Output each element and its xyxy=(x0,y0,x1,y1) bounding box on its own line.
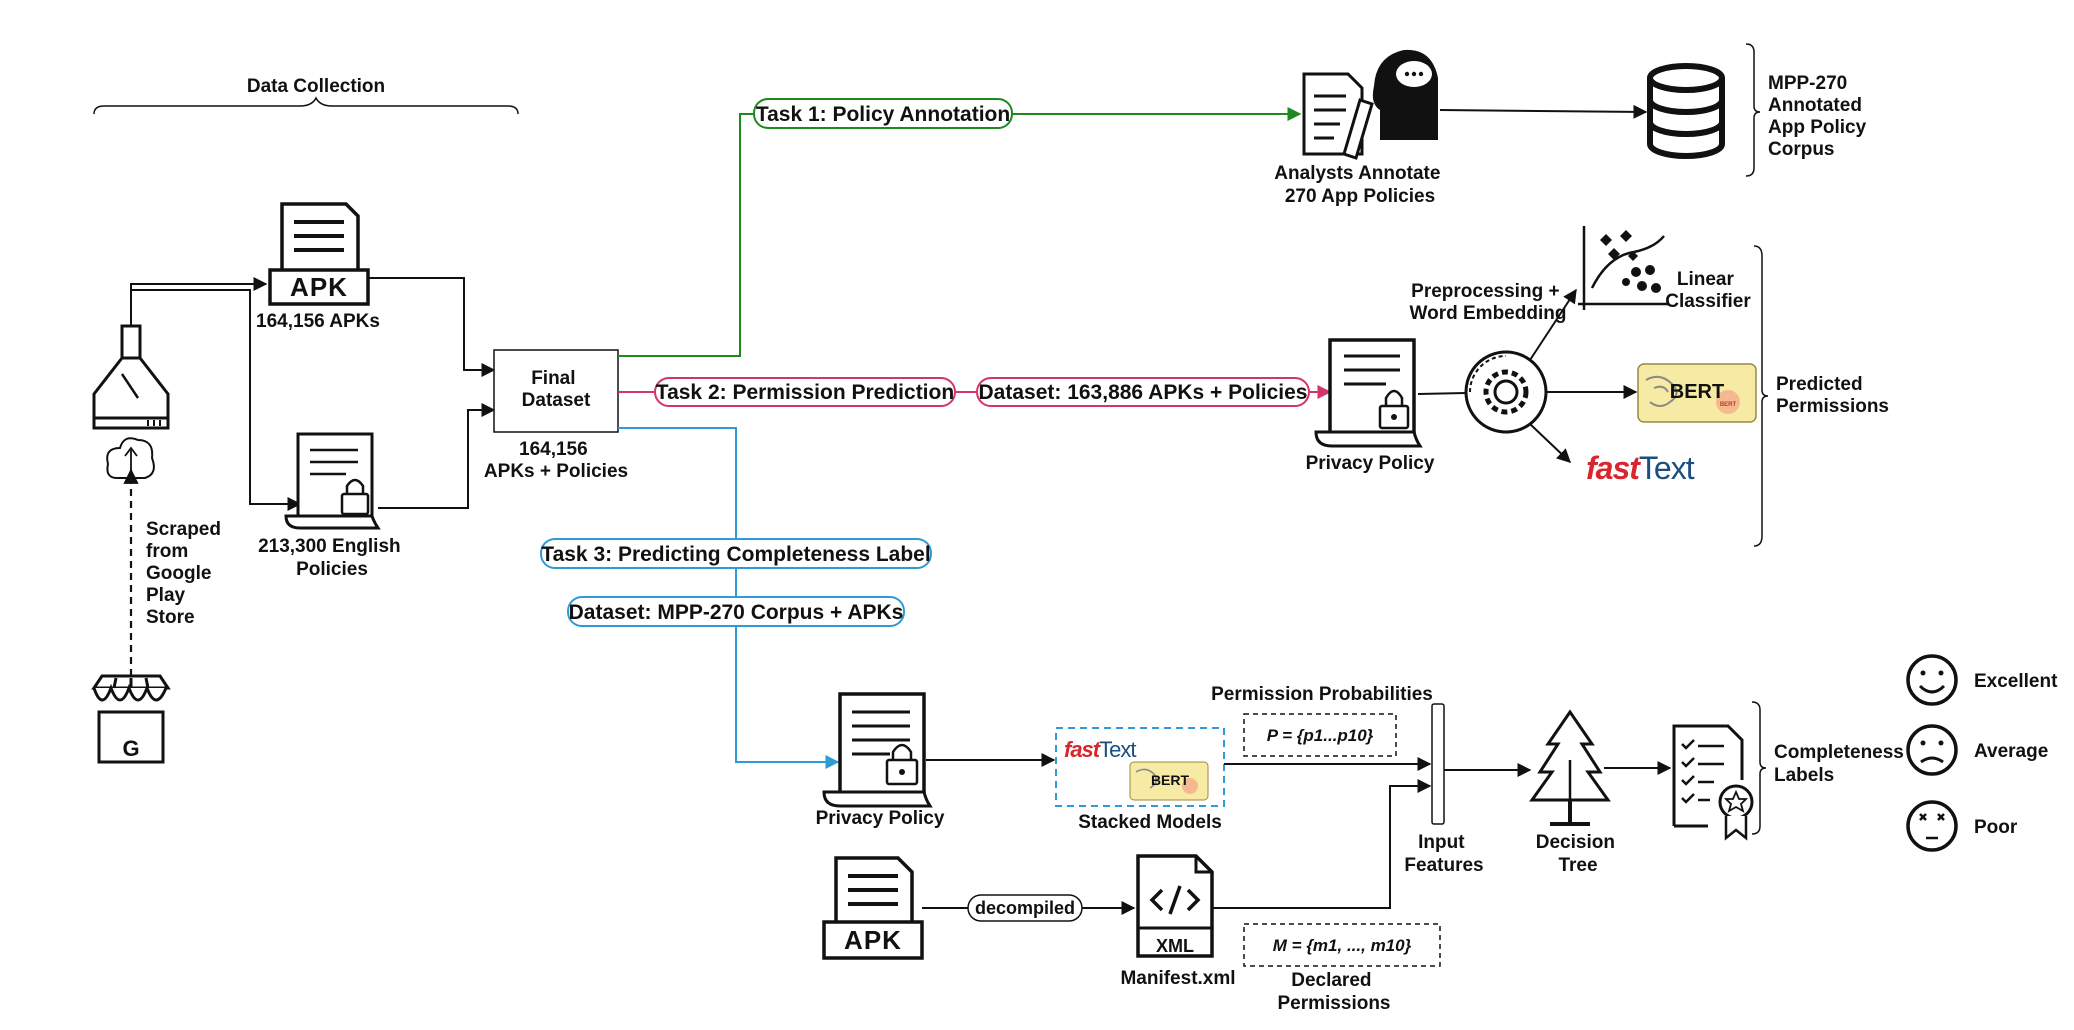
cloud-upload-icon xyxy=(106,437,155,479)
permission-probabilities-label: Permission Probabilities xyxy=(1211,684,1433,705)
completeness-brace xyxy=(1751,701,1767,835)
connector xyxy=(368,277,496,377)
checklist-certificate-icon xyxy=(1672,724,1754,841)
manifest-label: Manifest.xml xyxy=(1120,968,1235,989)
average-face-icon xyxy=(1906,724,1958,776)
scraper-icon xyxy=(92,324,170,430)
svg-text:XML: XML xyxy=(1156,936,1194,956)
final-dataset-count: 164,156 APKs + Policies xyxy=(484,439,628,482)
decision-tree-icon xyxy=(1529,709,1611,826)
fasttext-logo: fastText xyxy=(1064,737,1136,762)
analysts-label: Analysts Annotate 270 App Policies xyxy=(1274,163,1445,207)
poor-face-icon xyxy=(1906,800,1958,852)
decision-tree-label: Decision Tree xyxy=(1536,832,1620,876)
svg-text:APK: APK xyxy=(844,925,902,955)
task1-connector xyxy=(618,107,1302,357)
connector xyxy=(378,403,496,509)
privacy-policy-document-icon xyxy=(1314,338,1423,448)
final-dataset-box xyxy=(493,349,619,433)
data-collection-title: Data Collection xyxy=(247,76,385,97)
task2-pill xyxy=(654,377,956,407)
bert-logo: BERT xyxy=(1129,761,1209,801)
connector xyxy=(1529,423,1572,463)
apks-count-label: 164,156 APKs xyxy=(256,311,380,332)
p-formula: P = {p1...p10} xyxy=(1267,726,1374,745)
bert-logo: BERT BERT xyxy=(1637,363,1757,423)
scatter-plot-icon xyxy=(1578,226,1668,310)
input-features-label: Input Features xyxy=(1404,832,1483,876)
m-formula-box xyxy=(1243,923,1441,967)
connector xyxy=(1439,104,1648,119)
linear-classifier-label: Linear Classifier xyxy=(1665,269,1751,312)
rating-average: Average xyxy=(1974,741,2048,762)
database-icon xyxy=(1647,63,1725,159)
connector xyxy=(1212,779,1432,909)
excellent-face-icon xyxy=(1906,654,1958,706)
preprocessing-label: Preprocessing + Word Embedding xyxy=(1410,281,1567,324)
predicted-brace xyxy=(1753,245,1769,547)
decompiled-label: decompiled xyxy=(975,898,1075,918)
task3-connector xyxy=(618,427,840,769)
task1-label: Task 1: Policy Annotation xyxy=(756,103,1010,126)
connector xyxy=(131,289,302,511)
scraped-label: Scraped from Google Play Store xyxy=(146,519,226,628)
input-features-bar xyxy=(1431,703,1445,825)
connector xyxy=(130,277,268,326)
task3-dataset-label: Dataset: MPP-270 Corpus + APKs xyxy=(569,601,904,624)
data-collection-brace xyxy=(93,96,519,115)
task3-dataset-pill xyxy=(567,596,905,627)
gear-icon xyxy=(1464,350,1548,434)
decompiled-pill xyxy=(967,894,1083,922)
privacy-policy-document-icon xyxy=(284,432,381,530)
connector xyxy=(1417,392,1467,395)
predicted-permissions-label: Predicted Permissions xyxy=(1776,374,1889,417)
task1-pill xyxy=(753,98,1013,129)
mpp-corpus-label: MPP-270 Annotated App Policy Corpus xyxy=(1768,73,1871,160)
p-formula-box xyxy=(1243,713,1397,757)
xml-file-icon: XML xyxy=(1136,854,1214,958)
task3-pill xyxy=(540,538,932,569)
stacked-models-box xyxy=(1055,727,1225,807)
m-formula: M = {m1, ..., m10} xyxy=(1273,936,1412,955)
completeness-labels-label: Completeness Labels xyxy=(1774,742,1909,786)
connector xyxy=(1529,288,1577,361)
svg-text:G: G xyxy=(122,736,139,761)
privacy-policy-document-icon xyxy=(822,692,933,808)
task2-label: Task 2: Permission Prediction xyxy=(656,381,954,404)
task3-label: Task 3: Predicting Completeness Label xyxy=(541,543,930,566)
task2-dataset-pill xyxy=(976,377,1310,407)
google-play-store-icon: G xyxy=(91,674,171,764)
rating-poor: Poor xyxy=(1974,817,2018,838)
analyst-annotating-icon xyxy=(1302,49,1438,160)
final-dataset-label: Final Dataset xyxy=(522,368,591,411)
corpus-brace xyxy=(1745,43,1761,177)
task2-dataset-label: Dataset: 163,886 APKs + Policies xyxy=(979,381,1308,404)
english-policies-label: 213,300 English Policies xyxy=(258,536,406,580)
declared-permissions-label: Declared Permissions xyxy=(1278,970,1391,1014)
privacy-policy-label: Privacy Policy xyxy=(1306,453,1435,474)
apk-file-icon: APK xyxy=(822,856,924,960)
rating-excellent: Excellent xyxy=(1974,671,2058,692)
svg-text:APK: APK xyxy=(290,272,348,302)
svg-text:BERT: BERT xyxy=(1720,402,1737,408)
fasttext-logo: fastText xyxy=(1586,450,1695,486)
privacy-policy-label: Privacy Policy xyxy=(816,808,945,829)
svg-text:BERT: BERT xyxy=(1670,381,1724,403)
stacked-models-label: Stacked Models xyxy=(1078,812,1222,833)
svg-text:BERT: BERT xyxy=(1151,772,1190,788)
apk-file-icon: APK xyxy=(268,202,370,306)
